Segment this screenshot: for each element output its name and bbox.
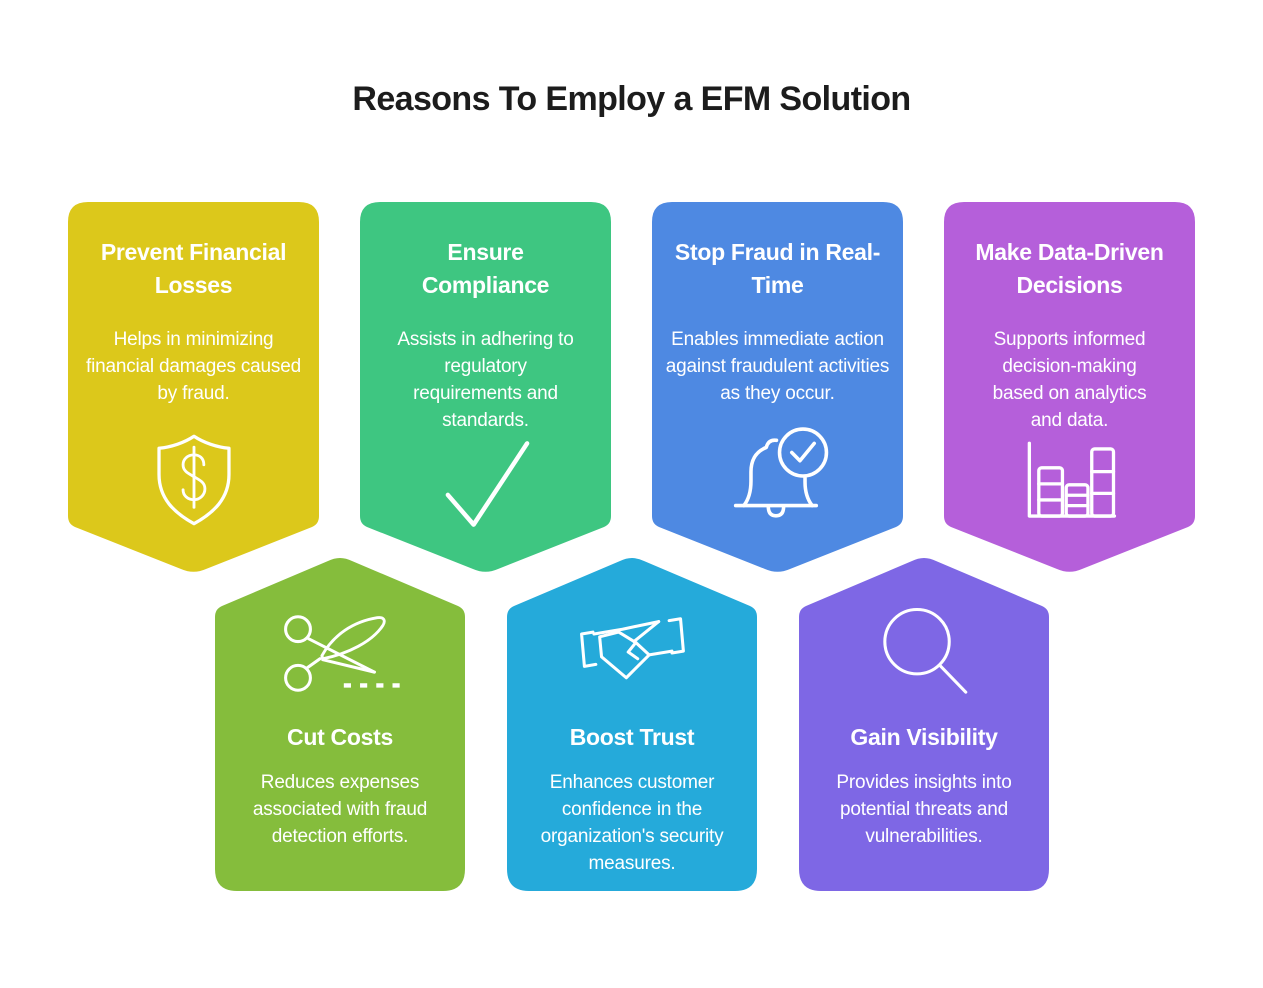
checkmark-icon [445,440,529,527]
shield-dollar-icon [156,434,231,526]
card-shape [360,202,611,572]
card-shape [215,558,465,891]
bar-chart-icon [1027,441,1116,518]
handshake-icon [580,617,685,680]
card-gain-visibility: Gain Visibility Provides insights into p… [799,557,1049,891]
card-shape [944,202,1195,572]
card-description: Assists in adhering to regulatory requir… [397,328,574,431]
card-description: Enhances customer confidence in the orga… [540,772,724,875]
card-description: Provides insights into potential threats… [836,772,1012,848]
card-shape [68,202,319,572]
card-boost-trust: Boost Trust Enhances customer confidence… [507,557,757,891]
card-description: Reduces expenses associated with fraud d… [252,772,428,848]
card-heading: Ensure Compliance [421,239,550,299]
card-make-data-driven-decisions: Make Data-Driven Decisions Supports info… [944,202,1195,575]
magnifier-icon [883,607,968,694]
card-shape [507,558,757,891]
bell-check-icon [733,427,828,518]
card-prevent-financial-losses: Prevent Financial Losses Helps in minimi… [68,202,319,575]
card-heading: Cut Costs [287,724,393,750]
card-heading: Prevent Financial Losses [100,239,287,299]
card-heading: Boost Trust [569,724,695,750]
card-description: Supports informed decision-making based … [992,328,1147,431]
card-heading: Gain Visibility [850,724,998,750]
card-shape [799,558,1049,891]
card-description: Helps in minimizing financial damages ca… [86,328,301,404]
card-shape [652,202,903,572]
scissors-icon [284,615,402,692]
card-cut-costs: Cut Costs Reduces expenses associated wi… [215,557,465,891]
top-card-row: Prevent Financial Losses Helps in minimi… [68,202,1195,575]
card-ensure-compliance: Ensure Compliance Assists in adhering to… [360,202,611,575]
card-description: Enables immediate action against fraudul… [665,328,890,404]
card-heading: Make Data-Driven Decisions [975,239,1164,299]
card-heading: Stop Fraud in Real-Time [674,239,881,299]
page-title: Reasons To Employ a EFM Solution [352,80,911,118]
card-stop-fraud-real-time: Stop Fraud in Real-Time Enables immediat… [652,202,903,575]
bottom-card-row: Cut Costs Reduces expenses associated wi… [215,557,1049,891]
